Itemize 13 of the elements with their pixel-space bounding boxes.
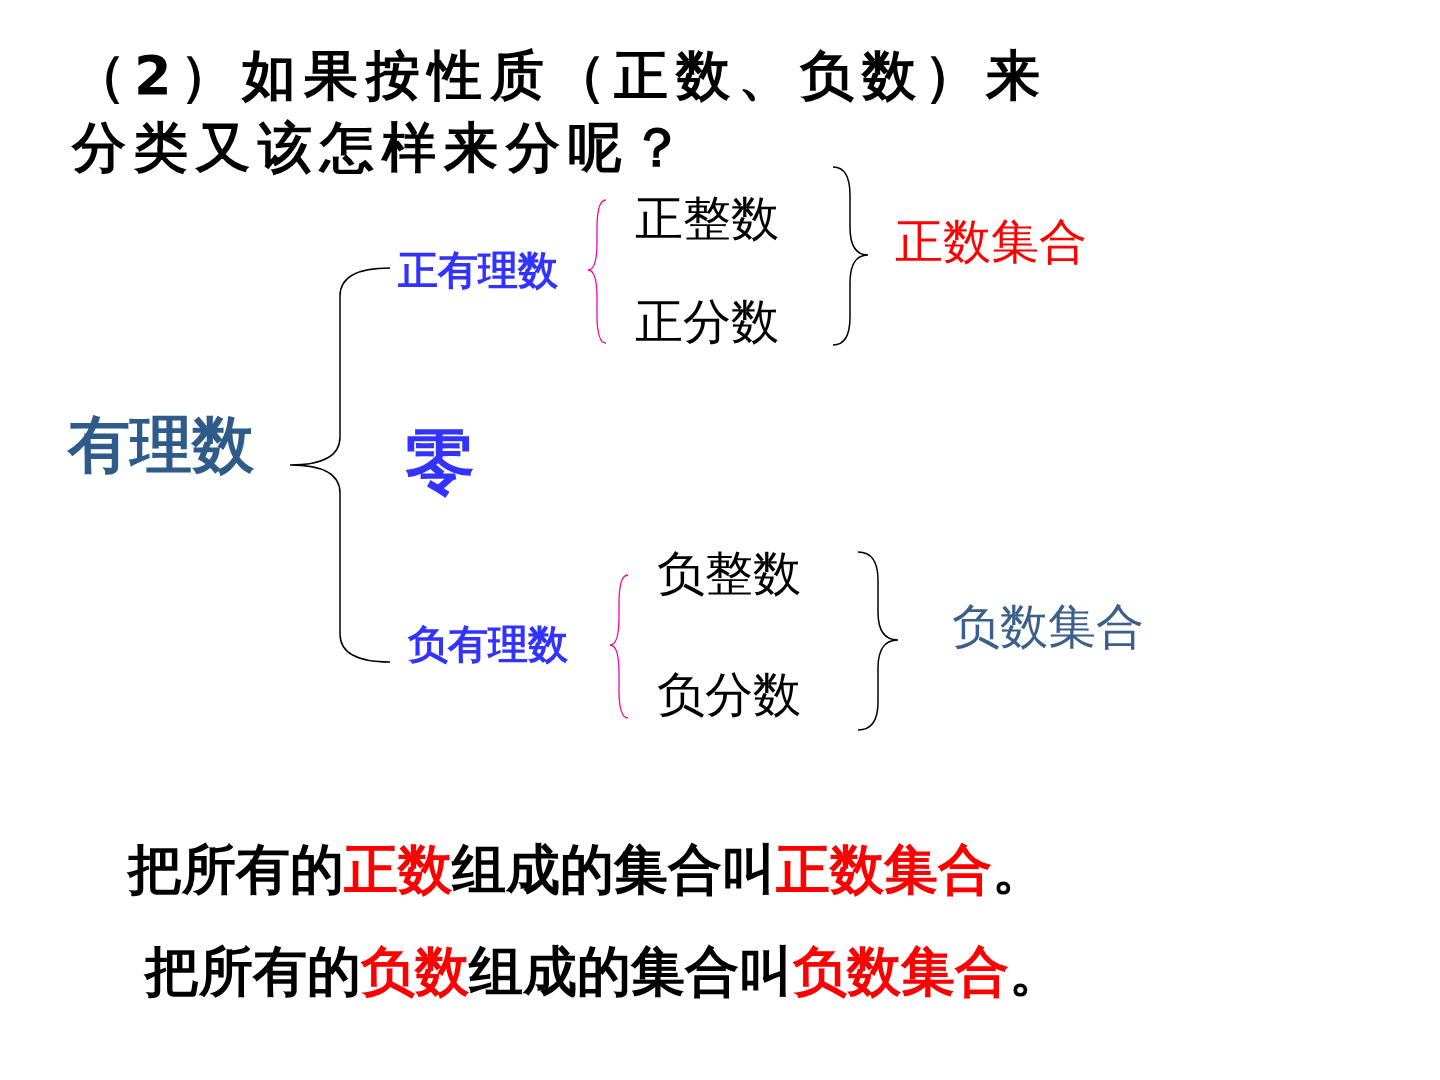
set-label: 正数集合 — [895, 213, 1087, 271]
question-title: （2）如果按性质（正数、负数）来分类又该怎样来分呢？ — [72, 43, 1049, 181]
category-label: 负分数 — [657, 666, 801, 724]
root-label: 有理数 — [68, 408, 254, 483]
category-label: 负整数 — [657, 545, 801, 603]
category-label: 正有理数 — [398, 246, 558, 294]
definition-sentence: 把所有的正数组成的集合叫正数集合。 — [128, 838, 1046, 903]
category-label: 零 — [405, 420, 475, 504]
set-label: 负数集合 — [952, 598, 1144, 656]
category-label: 正分数 — [635, 293, 779, 351]
definition-sentence: 把所有的负数组成的集合叫负数集合。 — [145, 940, 1063, 1005]
category-label: 负有理数 — [408, 620, 568, 668]
category-label: 正整数 — [635, 190, 779, 248]
